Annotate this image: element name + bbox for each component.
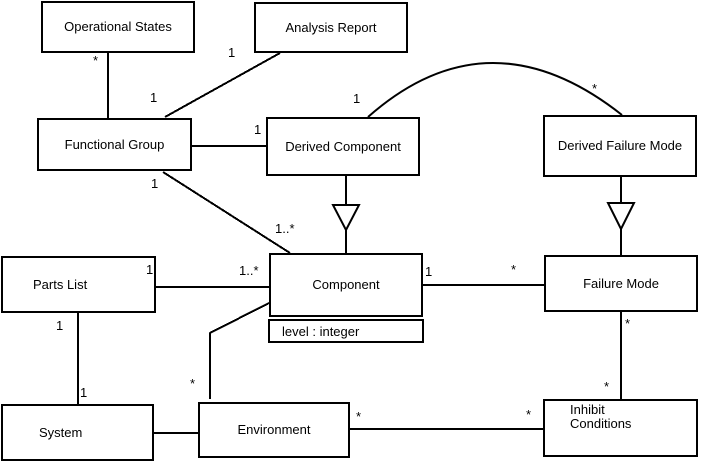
class-name-label: Component xyxy=(312,277,380,292)
class-name-label: Parts List xyxy=(33,276,88,292)
class-operational-states[interactable]: Operational States xyxy=(41,1,195,53)
assoc-functional-group-component xyxy=(162,171,291,254)
class-name-label: Environment xyxy=(237,422,311,437)
class-analysis-report[interactable]: Analysis Report xyxy=(254,2,408,53)
class-name-label: Failure Mode xyxy=(583,275,659,291)
class-component[interactable]: Component xyxy=(269,253,423,317)
multiplicity-label: * xyxy=(190,376,196,391)
multiplicity-label: 1 xyxy=(80,385,88,400)
class-derived-component[interactable]: Derived Component xyxy=(266,117,420,176)
class-component-attributes[interactable]: level : integer xyxy=(268,319,424,343)
class-name-label: Functional Group xyxy=(64,136,165,152)
class-name-label: Analysis Report xyxy=(285,19,377,35)
generalization-triangle-icon xyxy=(606,202,636,232)
multiplicity-label: 1 xyxy=(425,264,433,279)
multiplicity-label: 1..* xyxy=(275,221,295,236)
class-name-label: Operational States xyxy=(64,19,172,34)
class-system[interactable]: System xyxy=(1,404,154,461)
class-name-label: Derived Failure Mode xyxy=(557,138,683,153)
multiplicity-label: 1 xyxy=(146,262,154,277)
multiplicity-label: * xyxy=(511,262,517,277)
class-failure-mode[interactable]: Failure Mode xyxy=(544,255,698,312)
class-environment[interactable]: Environment xyxy=(198,402,350,458)
multiplicity-label: 1 xyxy=(254,122,262,137)
multiplicity-label: 1..* xyxy=(239,263,259,278)
multiplicity-label: * xyxy=(93,53,99,68)
class-inhibit-conditions[interactable]: Inhibit Conditions xyxy=(543,399,698,457)
multiplicity-label: 1 xyxy=(228,45,236,60)
assoc-derived-component-derived-failure-mode xyxy=(367,62,623,118)
multiplicity-label: * xyxy=(526,407,532,422)
generalization-triangle-icon xyxy=(331,204,361,233)
class-derived-failure-mode[interactable]: Derived Failure Mode xyxy=(543,115,697,177)
class-name-label: Inhibit Conditions xyxy=(570,402,632,431)
attribute-label: level : integer xyxy=(282,323,360,339)
class-name-label: System xyxy=(39,424,83,440)
multiplicity-label: * xyxy=(592,81,598,96)
multiplicity-label: * xyxy=(604,379,610,394)
multiplicity-label: 1 xyxy=(150,90,158,105)
multiplicity-label: * xyxy=(356,409,362,424)
class-parts-list[interactable]: Parts List xyxy=(1,256,156,313)
multiplicity-label: * xyxy=(625,316,631,331)
assoc-analysis-report-functional-group xyxy=(164,52,281,118)
multiplicity-label: 1 xyxy=(353,91,361,106)
multiplicity-label: 1 xyxy=(151,176,159,191)
class-functional-group[interactable]: Functional Group xyxy=(37,118,192,171)
multiplicity-label: 1 xyxy=(56,318,64,333)
class-name-label: Derived Component xyxy=(285,138,401,154)
assoc-environment-component xyxy=(209,302,270,399)
